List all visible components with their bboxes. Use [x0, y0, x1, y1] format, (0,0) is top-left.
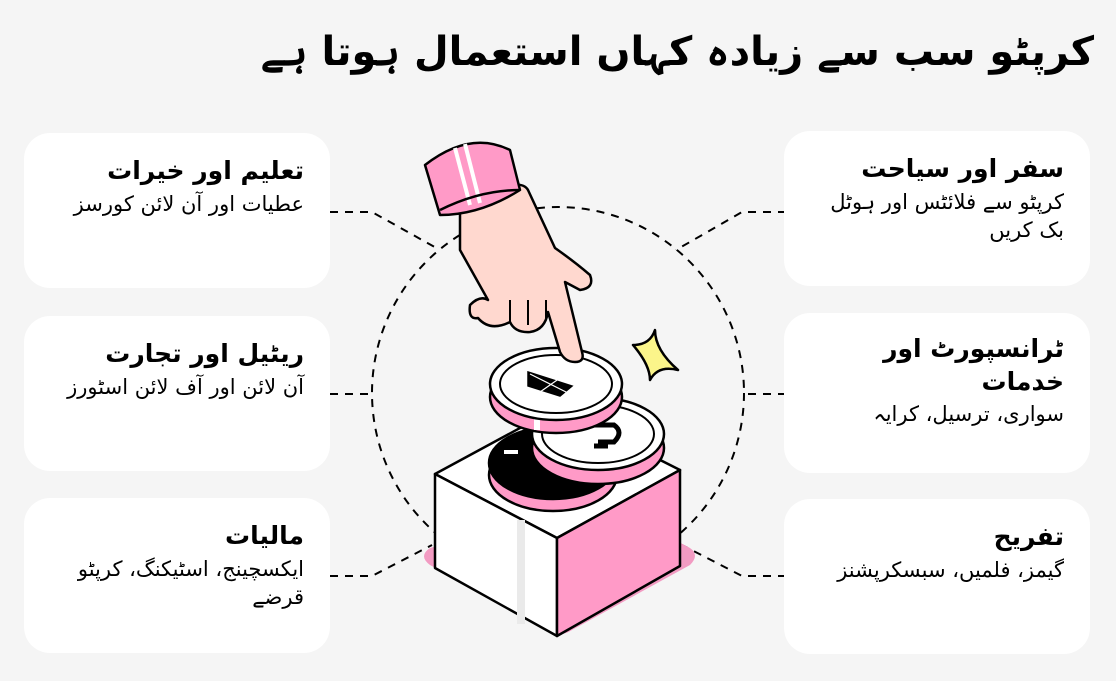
card-finance: مالیات ایکسچینج، اسٹیکنگ، کرپٹو قرضے: [24, 498, 330, 653]
connector-lines: [330, 211, 786, 577]
card-retail-trade: ریٹیل اور تجارت آن لائن اور آف لائن اسٹو…: [24, 316, 330, 471]
card-title: مالیات: [225, 521, 304, 550]
card-description: کرپٹو سے فلائٹس اور ہوٹل بک کریں: [830, 189, 1064, 242]
box-icon: [433, 406, 682, 638]
card-description: آن لائن اور آف لائن اسٹورز: [67, 374, 304, 399]
card-description: عطیات اور آن لائن کورسز: [73, 191, 304, 216]
box-shadow: [424, 500, 695, 634]
ethereum-coin-icon: [488, 346, 624, 435]
card-description: گیمز، فلمیں، سبسکرپشنز: [837, 557, 1064, 582]
card-title: تعلیم اور خیرات: [107, 156, 304, 185]
card-entertainment: تفریح گیمز، فلمیں، سبسکرپشنز: [784, 499, 1090, 654]
card-description: سواری، ترسیل، کرایہ: [873, 402, 1064, 426]
black-coin-icon: [487, 425, 619, 513]
dashed-circle: [371, 206, 745, 580]
sleeve: [423, 141, 522, 217]
hand-pointing-icon: [423, 141, 593, 364]
card-education-charity: تعلیم اور خیرات عطیات اور آن لائن کورسز: [24, 133, 330, 288]
dash-coin-icon: [530, 396, 666, 486]
card-travel-tourism: سفر اور سیاحت کرپٹو سے فلائٹس اور ہوٹل ب…: [784, 131, 1090, 286]
card-transport-services: ٹرانسپورٹ اور خدمات سواری، ترسیل، کرایہ: [784, 313, 1090, 473]
page-title: کرپٹو سب سے زیادہ کہاں استعمال ہوتا ہے: [260, 29, 1094, 75]
card-title: سفر اور سیاحت: [861, 154, 1064, 183]
card-description: ایکسچینج، اسٹیکنگ، کرپٹو قرضے: [77, 556, 304, 609]
sparkle-icon: [631, 328, 680, 382]
card-title: ریٹیل اور تجارت: [105, 339, 304, 368]
card-title: ٹرانسپورٹ اور خدمات: [883, 334, 1064, 396]
card-title: تفریح: [993, 522, 1064, 551]
